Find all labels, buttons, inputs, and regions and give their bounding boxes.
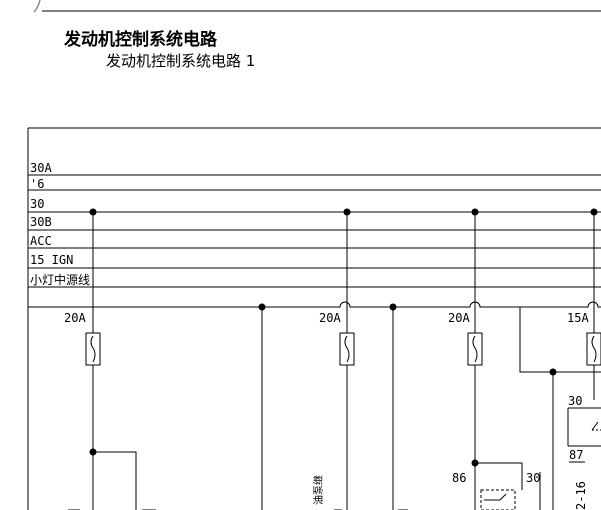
page-subtitle: 发动机控制系统电路 1 (106, 52, 256, 70)
fuse-3-rating: 20A (448, 311, 470, 325)
fuse-2: 20A (319, 311, 355, 366)
fuse-2-rating: 20A (319, 311, 341, 325)
junction-dot (471, 208, 479, 216)
junction-dot (389, 303, 397, 311)
relay-coil-box (480, 489, 516, 510)
bus-label-30: 30 (30, 197, 44, 211)
relay-pin-86: 86 (452, 471, 466, 485)
page-title: 发动机控制系统电路 (64, 30, 217, 50)
fuse-2-element-icon (344, 335, 350, 363)
bus-labels: 30A '6 30 30B ACC 15 IGN 小灯中源线 (30, 161, 90, 287)
vertical-wires (92, 212, 601, 510)
relay-pin-30-right: 30 (568, 394, 582, 408)
bus-label-30a: 30A (30, 161, 52, 175)
relay-pin-87: 87 (569, 448, 583, 462)
relay-switch-icon (591, 421, 599, 431)
junction-dot (549, 368, 557, 376)
fuse-4-rating: 15A (567, 311, 589, 325)
junction-dot (258, 303, 266, 311)
fuse-3: 20A (448, 311, 483, 366)
fuses: 20A 20A 20A 15A (64, 311, 601, 366)
fuse-4-body (586, 332, 601, 366)
fuse-3-body (467, 332, 483, 366)
junction-dot (343, 208, 351, 216)
fuse-3-element-icon (472, 335, 478, 363)
wire-col1-branch (93, 451, 137, 510)
partial-vertical-label: 油泵继 (312, 475, 325, 505)
distribution-line (28, 301, 601, 308)
relay-86-30: 86 30 (452, 471, 541, 510)
fuse-4-element-icon (591, 335, 597, 363)
bus-label-15ign: 15 IGN (30, 253, 73, 267)
logo-arc-icon (33, 0, 41, 13)
bus-lines (28, 174, 601, 308)
junctions (89, 208, 598, 467)
fuse-1: 20A (64, 311, 101, 366)
relay-pin-30: 30 (526, 471, 540, 485)
fuse-1-body (85, 332, 101, 366)
bus-label-30b: 30B (30, 215, 52, 229)
fuse-1-element-icon (90, 335, 96, 363)
bus-label-lamp: 小灯中源线 (30, 272, 90, 287)
bus-label-6: '6 (30, 177, 44, 191)
fuse-1-rating: 20A (64, 311, 86, 325)
junction-dot (590, 208, 598, 216)
relay-contact-icon (484, 493, 507, 501)
relay-vertical-label: 2-16 (574, 481, 588, 510)
fuse-4: 15A (567, 311, 601, 366)
junction-dot (89, 208, 97, 216)
fuse-2-body (339, 332, 355, 366)
wire-relay-86 (475, 462, 523, 490)
junction-dot (471, 459, 479, 467)
bus-label-acc: ACC (30, 234, 52, 248)
wire-right-feed (519, 307, 601, 373)
relay-block: 30 87 2-16 (567, 394, 601, 510)
junction-dot (89, 448, 97, 456)
